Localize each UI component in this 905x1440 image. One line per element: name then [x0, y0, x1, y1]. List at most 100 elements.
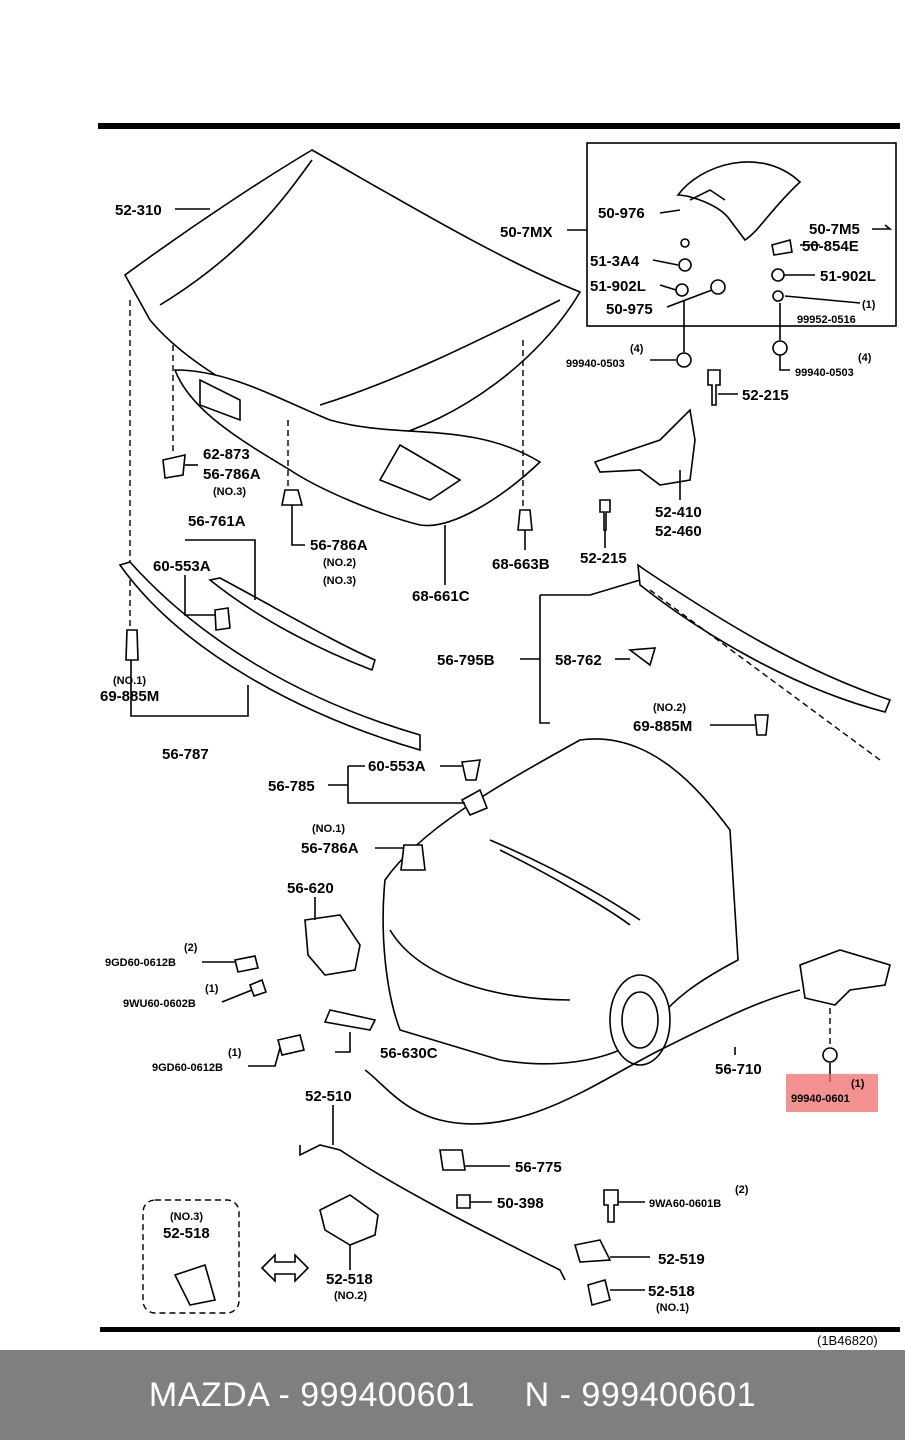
label-spoiler-3: 51-902L [590, 278, 646, 295]
rod-52510 [299, 1144, 566, 1281]
leader-lines [130, 208, 893, 1291]
label-no1-a: (NO.1) [113, 675, 146, 687]
label-holder-52518-no3: 52-518 [163, 1225, 210, 1242]
top-rule [98, 123, 900, 129]
label-cushion-56786a3: 56-786A [301, 840, 359, 857]
label-clip-68663b: 68-663B [492, 556, 550, 573]
label-nut-target-qty: (1) [851, 1078, 865, 1090]
label-cushion-56786a: 56-786A [203, 466, 261, 483]
label-clip-b: 99940-0503 [795, 367, 854, 379]
part-labels: 52-310 50-7MX 50-976 51-3A4 51-902L 50-9… [100, 202, 878, 1348]
label-clip-60553a2: 60-553A [368, 758, 426, 775]
clip-50398-icon [456, 1194, 471, 1209]
label-holder-52518-no1: 52-518 [648, 1283, 695, 1300]
label-no2-c: (NO.2) [334, 1290, 367, 1302]
label-hinge-r: 52-460 [655, 523, 702, 540]
label-rod-52510: 52-510 [305, 1088, 352, 1105]
seal-56795b [627, 563, 892, 761]
label-bolt-9wa: 9WA60-0601B [649, 1198, 721, 1210]
label-spoiler-5: 50-7M5 [809, 221, 860, 238]
label-clip-56775: 56-775 [515, 1159, 562, 1176]
car-body [382, 738, 739, 1066]
label-no3-b: (NO.3) [323, 575, 356, 587]
parts-diagram: 52-310 50-7MX 50-976 51-3A4 51-902L 50-9… [98, 123, 900, 1348]
label-spoiler-2: 51-3A4 [590, 253, 640, 270]
label-spoiler-7: 51-902L [820, 268, 876, 285]
label-nut-9wu-qty: (1) [205, 983, 219, 995]
label-no2-a: (NO.2) [323, 557, 356, 569]
label-clip-50398: 50-398 [497, 1195, 544, 1212]
clip-69885m-icon [125, 629, 139, 661]
label-hinge-l: 52-410 [655, 504, 702, 521]
label-spoiler-assy: 50-7MX [500, 224, 553, 241]
clip-99940-0503-left-icon [676, 352, 692, 368]
holder-52519-icon [573, 1239, 612, 1263]
label-no3-a: (NO.3) [213, 486, 246, 498]
label-nut-a: 99952-0516 [797, 314, 856, 326]
label-clip-b-qty: (4) [858, 352, 872, 364]
label-nut-9wu: 9WU60-0602B [123, 998, 196, 1010]
label-no1-c: (NO.1) [656, 1302, 689, 1314]
label-no1-b: (NO.1) [312, 823, 345, 835]
label-cushion-56786a2: 56-786A [310, 537, 368, 554]
label-bolt-9wa-qty: (2) [735, 1184, 749, 1196]
label-hood: 52-310 [115, 202, 162, 219]
label-bolt-52215a: 52-215 [742, 387, 789, 404]
label-spoiler-6: 50-854E [802, 238, 859, 255]
label-bolt-9gd-qty: (2) [184, 942, 198, 954]
footer-left-part-number: MAZDA - 999400601 [148, 1375, 475, 1414]
footer-spacer [475, 1376, 525, 1415]
clip-99940-0503-right-icon [772, 340, 788, 356]
label-holder-52519: 52-519 [658, 1251, 705, 1268]
label-no2-b: (NO.2) [653, 702, 686, 714]
label-stopper-62873: 62-873 [203, 446, 250, 463]
release-lever [799, 949, 891, 1063]
cushion-56786a-no1-icon [400, 844, 426, 871]
label-cable-56710: 56-710 [715, 1061, 762, 1078]
clip-68663b-icon [517, 509, 533, 531]
label-latch-56620: 56-620 [287, 880, 334, 897]
label-clip-a-qty: (4) [630, 343, 644, 355]
label-clip-a: 99940-0503 [566, 358, 625, 370]
label-seal-56787: 56-787 [162, 746, 209, 763]
seal-56761a [208, 577, 376, 672]
holder-no3-inset [142, 1199, 240, 1314]
seal-56785-icon [460, 788, 489, 817]
label-nut-target: 99940-0601 [791, 1093, 850, 1105]
clip-60553a-icon [461, 759, 481, 781]
seal-56787 [118, 561, 421, 752]
hood-insulator [173, 369, 542, 527]
double-arrow-icon [260, 1253, 310, 1283]
label-clip-58762: 58-762 [555, 652, 602, 669]
spoiler-detail-box [586, 142, 897, 327]
holder-52518-no2-icon [319, 1194, 379, 1246]
label-clip-69885m2: 69-885M [633, 718, 692, 735]
hood-latch [234, 914, 377, 1056]
bolt-9wa-icon [603, 1189, 619, 1223]
holder-52518-no1-icon [587, 1278, 611, 1307]
label-clip-60553a: 60-553A [153, 558, 211, 575]
target-part-highlight [786, 1074, 878, 1112]
label-nut-a-qty: (1) [862, 299, 876, 311]
label-no3-c: (NO.3) [170, 1211, 203, 1223]
cable-56710 [364, 989, 801, 1125]
label-insulator: 68-661C [412, 588, 470, 605]
cushion-56786a-icon [281, 489, 304, 506]
label-bolt-9gd2-qty: (1) [228, 1047, 242, 1059]
label-lever-56630c: 56-630C [380, 1045, 438, 1062]
label-holder-52518-no2: 52-518 [326, 1271, 373, 1288]
label-bolt-52215b: 52-215 [580, 550, 627, 567]
hood-hinge [593, 369, 721, 531]
stopper-62873-icon [162, 453, 186, 479]
label-bolt-9gd: 9GD60-0612B [105, 957, 176, 969]
label-bolt-9gd2: 9GD60-0612B [152, 1062, 223, 1074]
label-seal-56761a: 56-761A [188, 513, 246, 530]
label-seal-56795b: 56-795B [437, 652, 495, 669]
bottom-rule [100, 1327, 900, 1332]
label-spoiler-1: 50-976 [598, 205, 645, 222]
clip-56775-icon [439, 1149, 466, 1171]
label-clip-69885m: 69-885M [100, 688, 159, 705]
footer-right-part-number: N - 999400601 [524, 1375, 757, 1414]
label-spoiler-4: 50-975 [606, 301, 653, 318]
part-number-footer: MAZDA - 999400601 N - 999400601 [0, 1350, 905, 1440]
